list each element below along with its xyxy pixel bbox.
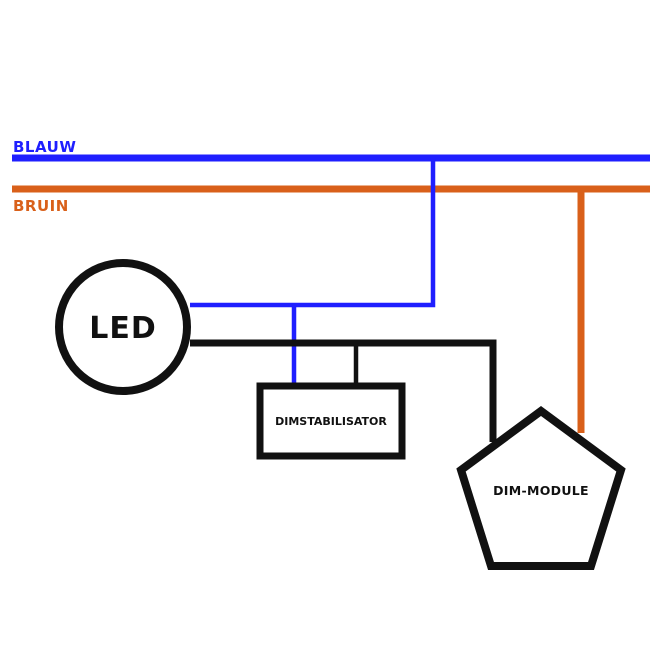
black-led-wire	[190, 339, 497, 442]
stabilizer-label: DIMSTABILISATOR	[275, 415, 387, 428]
led-circle	[55, 259, 191, 395]
blue-wire-label: BLAUW	[13, 138, 76, 156]
blue-branch-wire	[190, 158, 436, 308]
stabilizer-box	[256, 382, 406, 460]
dim-module-label: DIM-MODULE	[493, 483, 589, 498]
brown-wire-label: BRUIN	[13, 197, 69, 215]
dim-module-pentagon	[456, 406, 626, 570]
led-label: LED	[89, 311, 157, 346]
